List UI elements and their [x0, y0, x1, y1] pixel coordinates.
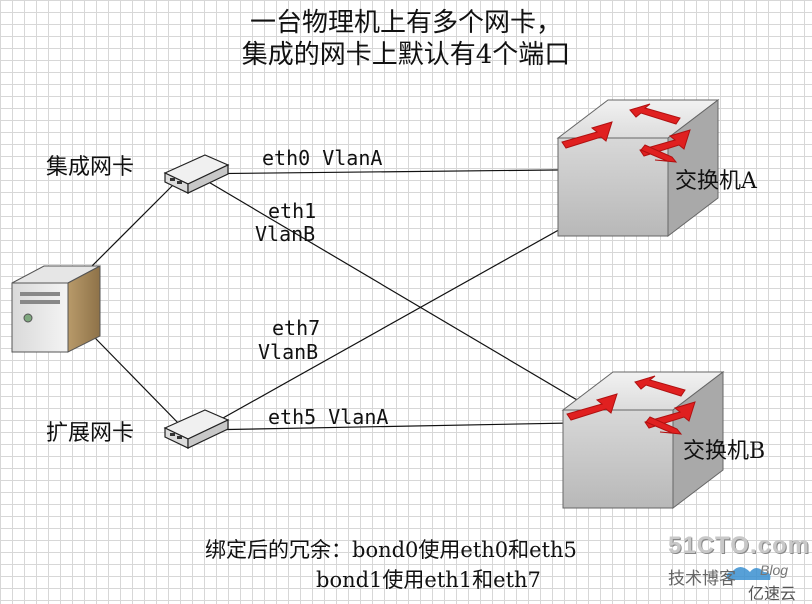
link-eth5 — [199, 421, 626, 431]
bonding-note-line-2: bond1使用eth1和eth7 — [316, 568, 541, 592]
watermark-brand: 亿速云 — [748, 586, 797, 603]
eth1-label: eth1 — [268, 199, 317, 223]
switch-a-label: 交换机A — [675, 169, 757, 194]
switch-a-arrows — [561, 103, 691, 163]
integrated-nic-label: 集成网卡 — [46, 155, 135, 180]
switch-b-arrows — [566, 375, 696, 435]
watermark-sub: 技术博客 — [668, 569, 736, 588]
eth0-label: eth0 VlanA — [262, 146, 383, 170]
switch-b-label: 交换机B — [683, 439, 766, 464]
eth1-vlan-label: VlanB — [255, 222, 316, 246]
watermark-site: 51CTO.com — [668, 532, 810, 559]
expansion-nic-label: 扩展网卡 — [46, 421, 135, 446]
page-title-line-1: 一台物理机上有多个网卡， — [249, 8, 562, 38]
watermark-logo-icon — [726, 567, 771, 580]
eth5-label: eth5 VlanA — [268, 405, 389, 429]
integrated-nic-icon — [163, 154, 230, 194]
bonding-note-line-1: 绑定后的冗余：bond0使用eth0和eth5 — [205, 538, 577, 562]
server-icon — [11, 265, 101, 353]
watermark-blog: Blog — [760, 562, 789, 578]
eth7-label: eth7 — [272, 316, 321, 340]
expansion-nic-icon — [163, 409, 230, 449]
switch-a-icon — [556, 98, 720, 238]
page-title-line-2: 集成的网卡上默认有4个端口 — [241, 40, 571, 70]
switch-b-icon — [561, 370, 725, 510]
eth7-vlan-label: VlanB — [258, 340, 319, 364]
